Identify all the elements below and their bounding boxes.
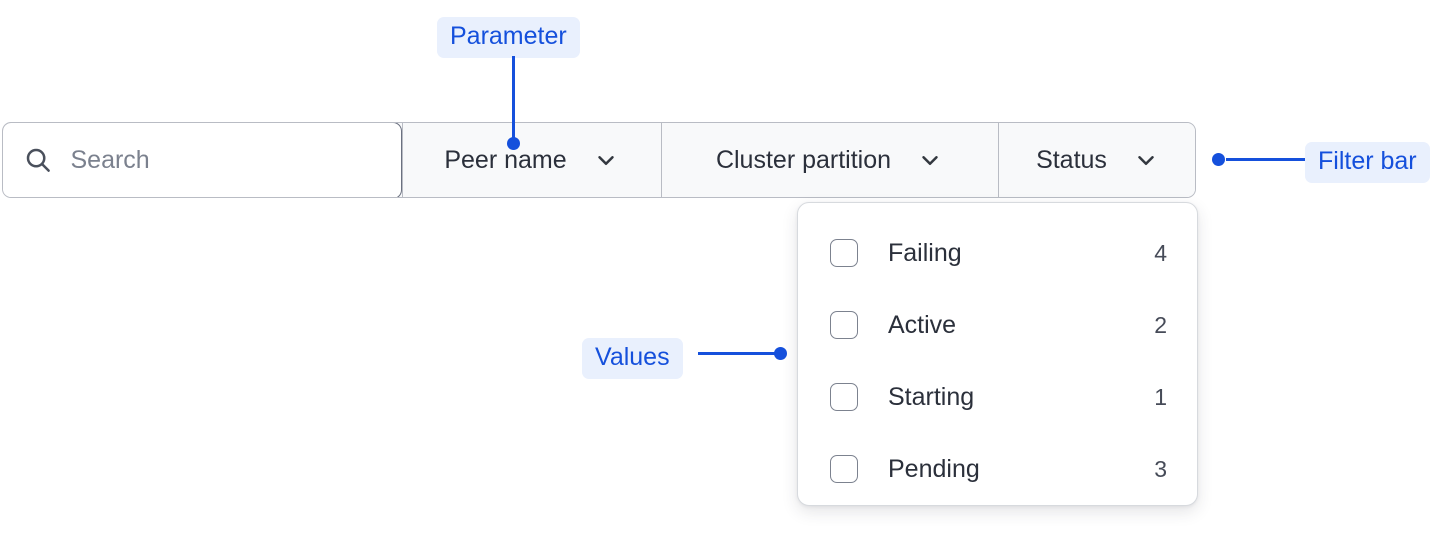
annotation-values-anchor-dot	[774, 347, 787, 360]
list-item-count: 4	[1154, 239, 1167, 266]
checkbox[interactable]	[830, 311, 858, 339]
filter-status[interactable]: Status	[997, 123, 1195, 197]
filter-cluster-partition[interactable]: Cluster partition	[660, 123, 998, 197]
annotation-filter-bar-anchor-dot	[1212, 153, 1225, 166]
list-item[interactable]: Pending 3	[798, 433, 1197, 505]
list-item-label: Pending	[888, 454, 980, 483]
annotation-parameter-leader-line	[512, 56, 515, 144]
filter-status-label: Status	[1036, 145, 1107, 174]
chevron-down-icon	[1133, 147, 1159, 173]
search-icon	[23, 145, 53, 175]
annotation-filter-bar: Filter bar	[1305, 142, 1430, 183]
annotation-parameter: Parameter	[437, 17, 580, 58]
list-item-count: 3	[1154, 455, 1167, 482]
list-item[interactable]: Failing 4	[798, 217, 1197, 289]
checkbox[interactable]	[830, 455, 858, 483]
annotation-filter-bar-leader-line	[1226, 158, 1305, 161]
annotation-parameter-anchor-dot	[507, 137, 520, 150]
filter-cluster-partition-label: Cluster partition	[715, 145, 892, 174]
search-field[interactable]	[3, 123, 402, 197]
chevron-down-icon	[593, 147, 619, 173]
list-item[interactable]: Active 2	[798, 289, 1197, 361]
checkbox[interactable]	[830, 383, 858, 411]
list-item-count: 2	[1154, 311, 1167, 338]
list-item-label: Starting	[888, 382, 975, 411]
filter-bar: Peer name Cluster partition Status	[2, 122, 1196, 198]
status-dropdown-panel: Failing 4 Active 2 Starting 1 Pending 3	[797, 202, 1198, 506]
filter-peer-name-label: Peer name	[444, 145, 567, 174]
chevron-down-icon	[917, 147, 943, 173]
list-item-label: Failing	[888, 238, 962, 267]
list-item-label: Active	[888, 310, 957, 339]
filter-peer-name[interactable]: Peer name	[401, 123, 661, 197]
annotation-values: Values	[582, 338, 683, 379]
list-item[interactable]: Starting 1	[798, 361, 1197, 433]
list-item-count: 1	[1154, 383, 1167, 410]
annotation-values-leader-line	[698, 352, 780, 355]
search-input[interactable]	[70, 145, 371, 175]
checkbox[interactable]	[830, 239, 858, 267]
